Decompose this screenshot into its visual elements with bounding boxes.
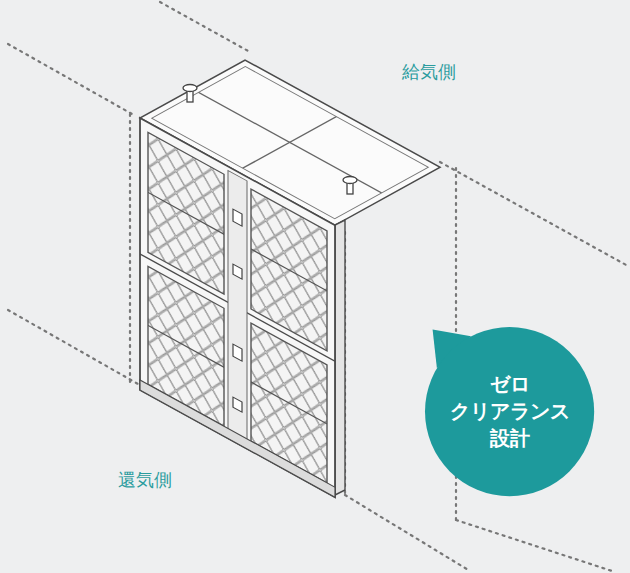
- illustration-part: [233, 209, 242, 226]
- illustration-part: [233, 264, 242, 279]
- illustration-part: [183, 85, 197, 92]
- illustration-part: [251, 249, 327, 291]
- side-label: 還気側: [118, 468, 172, 492]
- illustration-part: [129, 114, 131, 385]
- illustration-part: [148, 192, 224, 234]
- illustration-part: [233, 344, 242, 361]
- illustration-part: [343, 177, 357, 184]
- unit-side: [335, 220, 345, 495]
- top-bolts: [183, 85, 357, 195]
- callout-text: ゼロ クリアランス 設計: [445, 371, 575, 452]
- illustration-part: [148, 325, 224, 367]
- illustration-part: [251, 382, 327, 424]
- illustration-part: [456, 520, 612, 571]
- illustration-part: [140, 118, 335, 497]
- illustration-part: [228, 170, 247, 444]
- unit-front: [140, 118, 335, 497]
- side-label: 給気側: [402, 60, 456, 84]
- illustration-part: [345, 495, 470, 571]
- callout-circle: [425, 327, 594, 496]
- illustration-part: [148, 266, 224, 426]
- duct-outline: [8, 2, 628, 571]
- illustration-part: [233, 397, 242, 412]
- illustration-part: [8, 310, 138, 384]
- illustration-part: [160, 2, 250, 52]
- illustration-part: [440, 162, 628, 266]
- illustration-part: [251, 189, 327, 351]
- illustration-part: [148, 132, 224, 294]
- latches: [233, 209, 242, 412]
- illustration-part: [251, 323, 327, 483]
- illustration-part: [8, 44, 132, 114]
- callout-bubble: ゼロ クリアランス 設計: [425, 327, 594, 496]
- filter-panels: [148, 132, 327, 482]
